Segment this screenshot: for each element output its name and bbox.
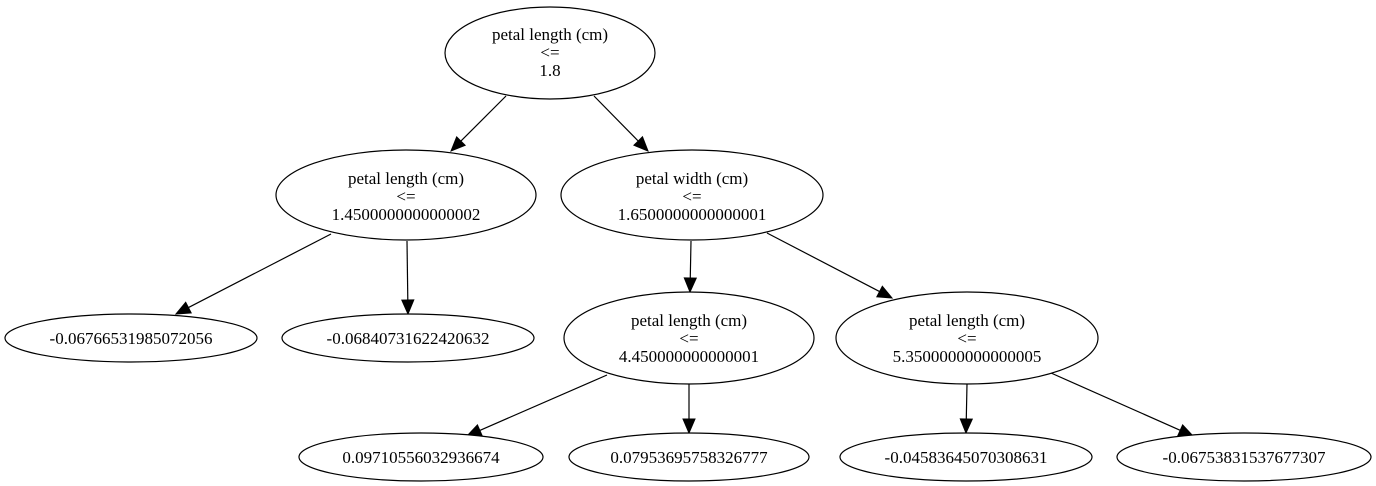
leaf-node: -0.06840731622420632 (281, 313, 535, 363)
node-operator: <= (396, 187, 415, 206)
leaf-value: -0.06840731622420632 (327, 329, 490, 348)
tree-edge (766, 232, 894, 299)
leaf-value: -0.06766531985072056 (50, 329, 213, 348)
leaf-node: 0.09710556032936674 (298, 432, 544, 482)
node-ellipse (298, 432, 544, 482)
node-threshold: 1.4500000000000002 (332, 205, 481, 224)
node-ellipse (281, 313, 535, 363)
arrowhead-icon (1177, 423, 1195, 437)
leaf-value: -0.06753831537677307 (1163, 448, 1326, 467)
arrowhead-icon (876, 285, 894, 299)
arrowhead-icon (450, 135, 467, 152)
node-ellipse (560, 149, 824, 241)
node-operator: <= (957, 329, 976, 348)
node-ellipse (835, 291, 1099, 385)
leaf-node: -0.04583645070308631 (839, 432, 1093, 482)
leaf-value: 0.09710556032936674 (342, 448, 500, 467)
arrowhead-icon (959, 418, 974, 435)
edge-line (1050, 372, 1181, 431)
node-feature: petal length (cm) (492, 25, 608, 44)
node-threshold: 5.3500000000000005 (893, 347, 1042, 366)
edge-line (689, 240, 692, 279)
node-operator: <= (682, 187, 701, 206)
split-node-root: petal length (cm) <= 1.8 (444, 6, 656, 100)
tree-edge (682, 384, 696, 435)
tree-edge (1050, 372, 1195, 437)
node-ellipse (568, 432, 810, 482)
edge-line (965, 383, 968, 420)
leaf-node: -0.06753831537677307 (1116, 432, 1372, 482)
node-threshold: 4.450000000000001 (619, 347, 759, 366)
edge-line (188, 233, 332, 309)
arrowhead-icon (401, 299, 415, 316)
arrowhead-icon (633, 135, 649, 152)
edge-line (460, 95, 507, 142)
node-feature: petal length (cm) (909, 311, 1025, 330)
tree-edges (174, 95, 1195, 437)
arrowhead-icon (174, 301, 192, 315)
node-operator: <= (540, 43, 559, 62)
node-ellipse (563, 291, 815, 385)
node-feature: petal length (cm) (348, 169, 464, 188)
tree-edge (465, 374, 608, 437)
node-feature: petal length (cm) (631, 311, 747, 330)
split-node: petal length (cm) <= 5.3500000000000005 (835, 291, 1099, 385)
node-ellipse (1116, 432, 1372, 482)
split-node-right: petal width (cm) <= 1.6500000000000001 (560, 149, 824, 241)
edge-line (479, 374, 608, 431)
node-threshold: 1.6500000000000001 (618, 205, 767, 224)
split-node: petal length (cm) <= 4.450000000000001 (563, 291, 815, 385)
tree-edge (593, 95, 649, 152)
tree-edge (683, 240, 698, 294)
leaf-value: 0.07953695758326777 (610, 448, 768, 467)
node-ellipse (839, 432, 1093, 482)
node-ellipse (275, 149, 537, 241)
split-node-left: petal length (cm) <= 1.4500000000000002 (275, 149, 537, 241)
edge-line (766, 232, 880, 293)
edge-line (406, 240, 409, 301)
tree-edge (174, 233, 332, 315)
tree-edge (450, 95, 507, 152)
tree-edge (959, 383, 974, 435)
edge-line (593, 95, 639, 142)
node-threshold: 1.8 (539, 61, 560, 80)
leaf-node: 0.07953695758326777 (568, 432, 810, 482)
arrowhead-icon (683, 277, 698, 294)
node-ellipse (4, 313, 258, 363)
node-operator: <= (679, 329, 698, 348)
tree-edge (401, 240, 415, 316)
leaf-node: -0.06766531985072056 (4, 313, 258, 363)
arrowhead-icon (682, 418, 696, 435)
leaf-value: -0.04583645070308631 (885, 448, 1048, 467)
node-feature: petal width (cm) (636, 169, 748, 188)
node-ellipse (444, 6, 656, 100)
